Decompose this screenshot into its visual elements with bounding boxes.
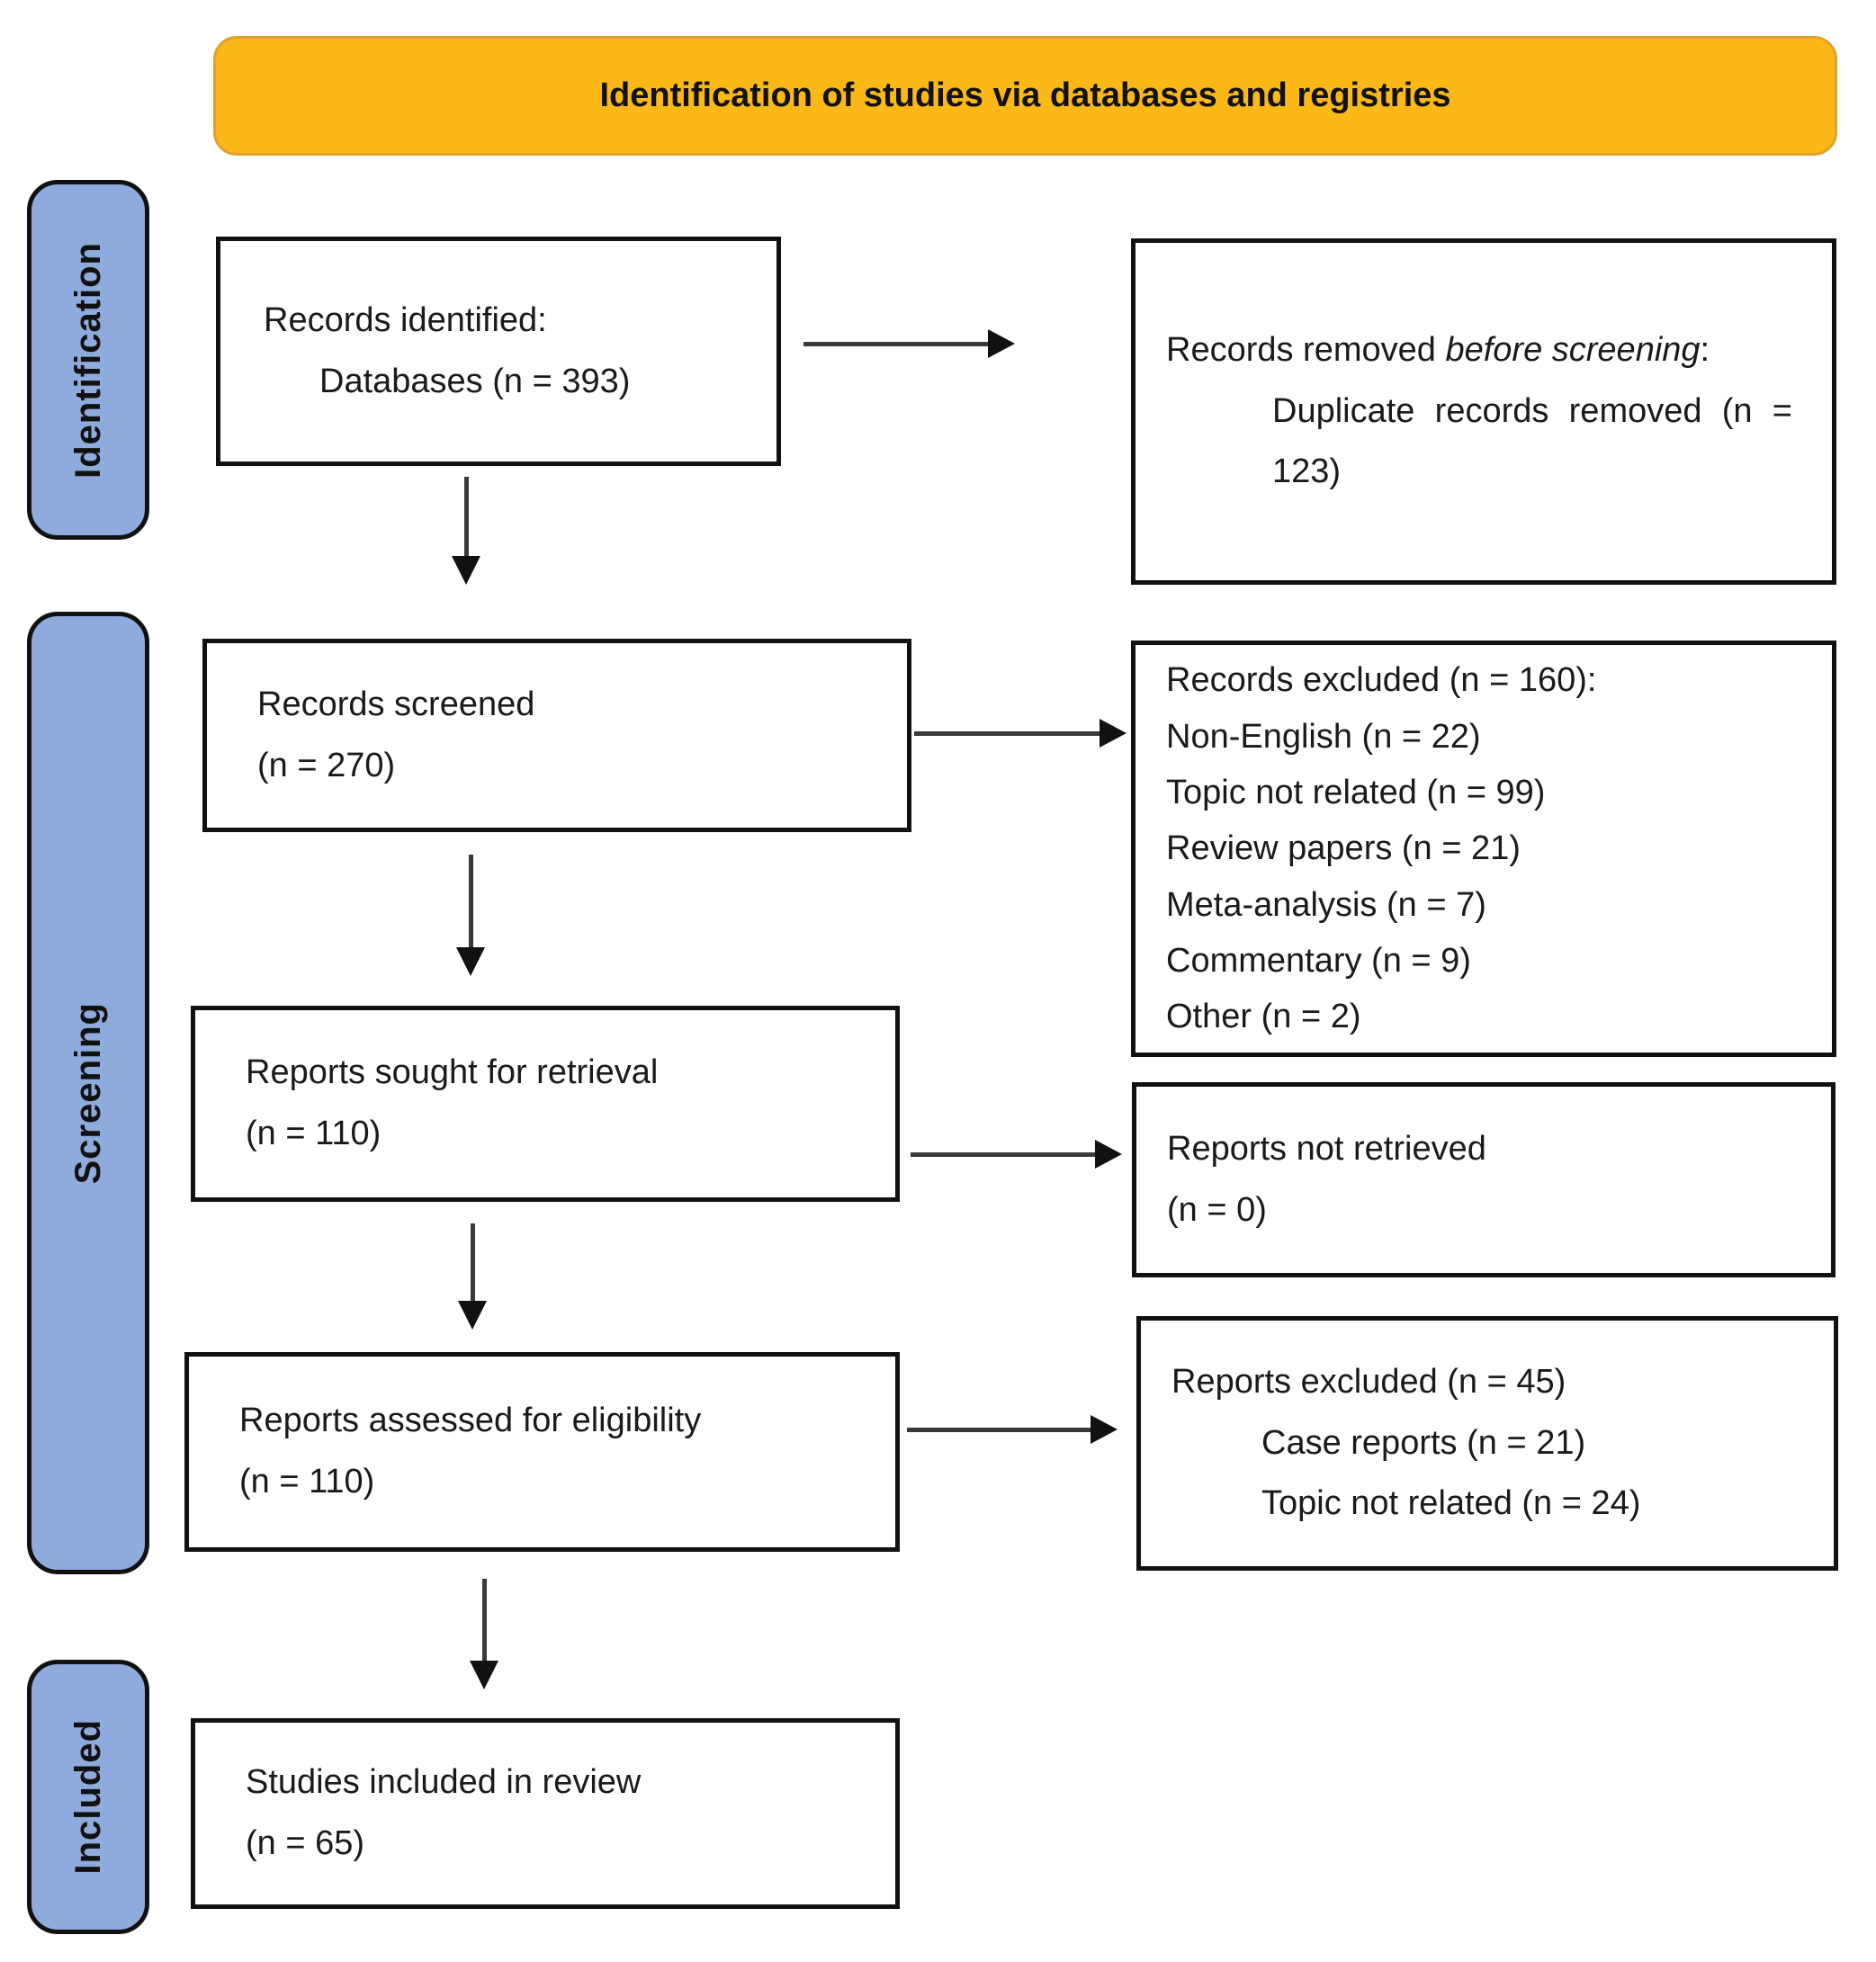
box-studies-included: Studies included in review (n = 65) [191, 1718, 900, 1909]
records-identified-line1: Records identified: [264, 300, 547, 339]
box-reports-not-retrieved: Reports not retrieved (n = 0) [1132, 1082, 1836, 1277]
arrow-head-icon [1095, 1140, 1122, 1169]
reports-not-retrieved-line1: Reports not retrieved [1167, 1129, 1486, 1168]
stage-included: Included [27, 1660, 149, 1934]
reports-assessed-line2: (n = 110) [239, 1463, 375, 1501]
studies-included-line1: Studies included in review [246, 1763, 642, 1802]
reports-excluded-line1: Reports excluded (n = 45) [1171, 1363, 1566, 1402]
reports-excluded-line2: Case reports (n = 21) [1261, 1423, 1586, 1462]
arrow-head-icon [988, 329, 1015, 358]
arrow-shaft [907, 1428, 1092, 1432]
box-records-screened: Records screened (n = 270) [202, 639, 911, 832]
reports-sought-line1: Reports sought for retrieval [246, 1053, 659, 1092]
arrow-head-icon [458, 1301, 487, 1330]
arrow-down-icon [470, 1579, 498, 1689]
arrow-down-icon [458, 1223, 487, 1330]
arrow-head-icon [1100, 719, 1126, 748]
title-banner-label: Identification of studies via databases … [599, 76, 1451, 114]
reports-sought-line2: (n = 110) [246, 1115, 381, 1152]
records-screened-line1: Records screened [257, 685, 535, 723]
arrow-head-icon [470, 1661, 498, 1689]
title-banner: Identification of studies via databases … [213, 36, 1837, 156]
arrow-right-icon [911, 1140, 1122, 1169]
stage-screening: Screening [27, 612, 149, 1574]
studies-included-line2: (n = 65) [246, 1824, 365, 1862]
arrow-right-icon [914, 719, 1126, 748]
arrow-down-icon [452, 477, 480, 585]
reports-not-retrieved-line2: (n = 0) [1167, 1190, 1267, 1229]
box-records-identified: Records identified: Databases (n = 393) [216, 237, 781, 466]
records-screened-line2: (n = 270) [257, 746, 396, 784]
arrow-right-icon [907, 1415, 1118, 1444]
arrow-head-icon [452, 556, 480, 585]
records-removed-italic: before screening [1445, 331, 1701, 370]
records-excluded-line: Meta-analysis (n = 7) [1166, 885, 1486, 924]
records-removed-prefix: Records removed [1166, 331, 1446, 370]
records-removed-detail: Duplicate records removed (n = [1272, 391, 1792, 430]
box-reports-assessed: Reports assessed for eligibility (n = 11… [184, 1352, 900, 1552]
records-excluded-line: Non-English (n = 22) [1166, 717, 1481, 756]
arrow-head-icon [456, 947, 485, 976]
arrow-right-icon [803, 329, 1015, 358]
stage-identification-label: Identification [67, 241, 108, 479]
arrow-shaft [914, 731, 1101, 736]
arrow-shaft [469, 855, 473, 951]
stage-screening-label: Screening [67, 1001, 108, 1185]
arrow-head-icon [1091, 1415, 1118, 1444]
box-records-excluded: Records excluded (n = 160): Non-English … [1131, 641, 1836, 1057]
arrow-shaft [482, 1579, 487, 1664]
records-removed-suffix: : [1700, 331, 1710, 370]
records-excluded-line: Records excluded (n = 160): [1166, 661, 1597, 700]
records-excluded-line: Topic not related (n = 99) [1166, 774, 1546, 812]
arrow-shaft [471, 1223, 475, 1304]
records-excluded-line: Review papers (n = 21) [1166, 829, 1521, 868]
records-identified-line2: Databases (n = 393) [319, 362, 631, 400]
stage-included-label: Included [67, 1719, 108, 1875]
box-records-removed: Records removed before screening: Duplic… [1131, 238, 1836, 585]
reports-excluded-line3: Topic not related (n = 24) [1261, 1484, 1641, 1523]
box-reports-excluded: Reports excluded (n = 45) Case reports (… [1136, 1316, 1838, 1571]
arrow-shaft [803, 342, 990, 346]
records-excluded-line: Commentary (n = 9) [1166, 941, 1471, 980]
arrow-shaft [911, 1152, 1097, 1157]
records-excluded-line: Other (n = 2) [1166, 998, 1361, 1036]
records-removed-detail-wrap: 123) [1272, 452, 1342, 491]
arrow-shaft [464, 477, 469, 560]
box-reports-sought: Reports sought for retrieval (n = 110) [191, 1006, 900, 1202]
stage-identification: Identification [27, 180, 149, 540]
reports-assessed-line1: Reports assessed for eligibility [239, 1402, 702, 1440]
records-removed-line1: Records removed before screening: [1166, 320, 1792, 381]
arrow-down-icon [456, 855, 485, 976]
